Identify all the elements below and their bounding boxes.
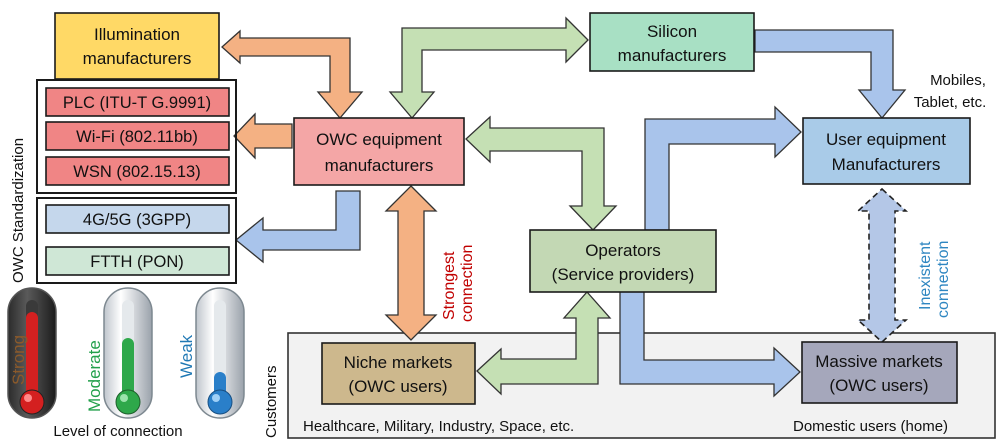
- arrow-illumination-owc: [221, 29, 364, 120]
- arrow-user-massive-dashed: [855, 187, 909, 344]
- node-niche-markets: Niche markets (OWC users): [321, 342, 476, 405]
- node-owc-equipment-line1: OWC equipment: [316, 130, 442, 149]
- arrow-owc-niche: [384, 185, 438, 341]
- node-massive-markets: Massive markets (OWC users): [801, 341, 958, 404]
- node-operators-line2: (Service providers): [552, 265, 695, 284]
- node-illumination-line2: manufacturers: [83, 49, 192, 68]
- standard-item: FTTH (PON): [45, 246, 230, 276]
- node-niche-line1: Niche markets: [344, 353, 453, 372]
- standards-title: OWC Standardization: [10, 138, 27, 283]
- standard-label: WSN (802.15.13): [73, 163, 200, 181]
- standards-group-owc: [36, 79, 237, 194]
- arrow-silicon-user: [754, 29, 907, 120]
- customers-label: Customers: [263, 365, 280, 438]
- legend-level-weak: Weak: [177, 334, 196, 378]
- mobiles-note-line1: Mobiles,: [930, 72, 986, 89]
- arrow-operators-massive: [619, 289, 801, 398]
- standard-label: PLC (ITU-T G.9991): [63, 94, 211, 112]
- node-niche-line2: (OWC users): [348, 377, 447, 396]
- inexistent-connection-label: Inexistent: [917, 241, 934, 310]
- arrow-owc-cellular: [234, 190, 361, 264]
- node-massive-line2: (OWC users): [829, 376, 928, 395]
- niche-examples-text: Healthcare, Military, Industry, Space, e…: [303, 418, 574, 435]
- strongest-connection-label: Strongest: [441, 251, 458, 320]
- mobiles-note-line2: Tablet, etc.: [914, 94, 987, 111]
- legend-level-moderate: Moderate: [85, 340, 104, 412]
- node-user-equipment-line2: Manufacturers: [832, 155, 941, 174]
- arrow-owc-standards: [233, 112, 293, 160]
- legend-title: Level of connection: [53, 423, 182, 440]
- node-silicon: Silicon manufacturers: [589, 12, 755, 72]
- node-operators-line1: Operators: [585, 241, 661, 260]
- node-user-equipment: User equipment Manufacturers: [802, 117, 971, 185]
- massive-examples-text: Domestic users (home): [793, 418, 948, 435]
- arrow-silicon-owc: [388, 16, 589, 120]
- thermometer-moderate: [103, 287, 153, 419]
- thermometer-weak: [195, 287, 245, 419]
- standards-group-other: [36, 197, 237, 284]
- standard-label: Wi-Fi (802.11bb): [76, 128, 198, 146]
- thermometer-strong: [7, 287, 57, 419]
- node-massive-line1: Massive markets: [815, 352, 943, 371]
- standard-item: WSN (802.15.13): [45, 156, 230, 186]
- inexistent-connection-label-2: connection: [935, 241, 952, 318]
- strongest-connection-label-2: connection: [459, 245, 476, 322]
- node-user-equipment-line1: User equipment: [826, 130, 946, 149]
- standard-item: PLC (ITU-T G.9991): [45, 87, 230, 117]
- node-illumination: Illumination manufacturers: [54, 12, 220, 80]
- standard-label: 4G/5G (3GPP): [83, 211, 191, 229]
- node-illumination-line1: Illumination: [94, 25, 180, 44]
- node-operators: Operators (Service providers): [529, 229, 717, 293]
- node-owc-equipment: OWC equipment manufacturers: [293, 117, 465, 186]
- arrow-operators-user: [644, 105, 802, 231]
- arrow-owc-operators: [465, 115, 618, 231]
- node-silicon-line1: Silicon: [647, 22, 697, 41]
- standard-label: FTTH (PON): [90, 253, 183, 271]
- node-owc-equipment-line2: manufacturers: [325, 156, 434, 175]
- standard-item: 4G/5G (3GPP): [45, 204, 230, 234]
- legend-level-strong: Strong: [9, 335, 28, 385]
- node-silicon-line2: manufacturers: [618, 46, 727, 65]
- standard-item: Wi-Fi (802.11bb): [45, 121, 230, 151]
